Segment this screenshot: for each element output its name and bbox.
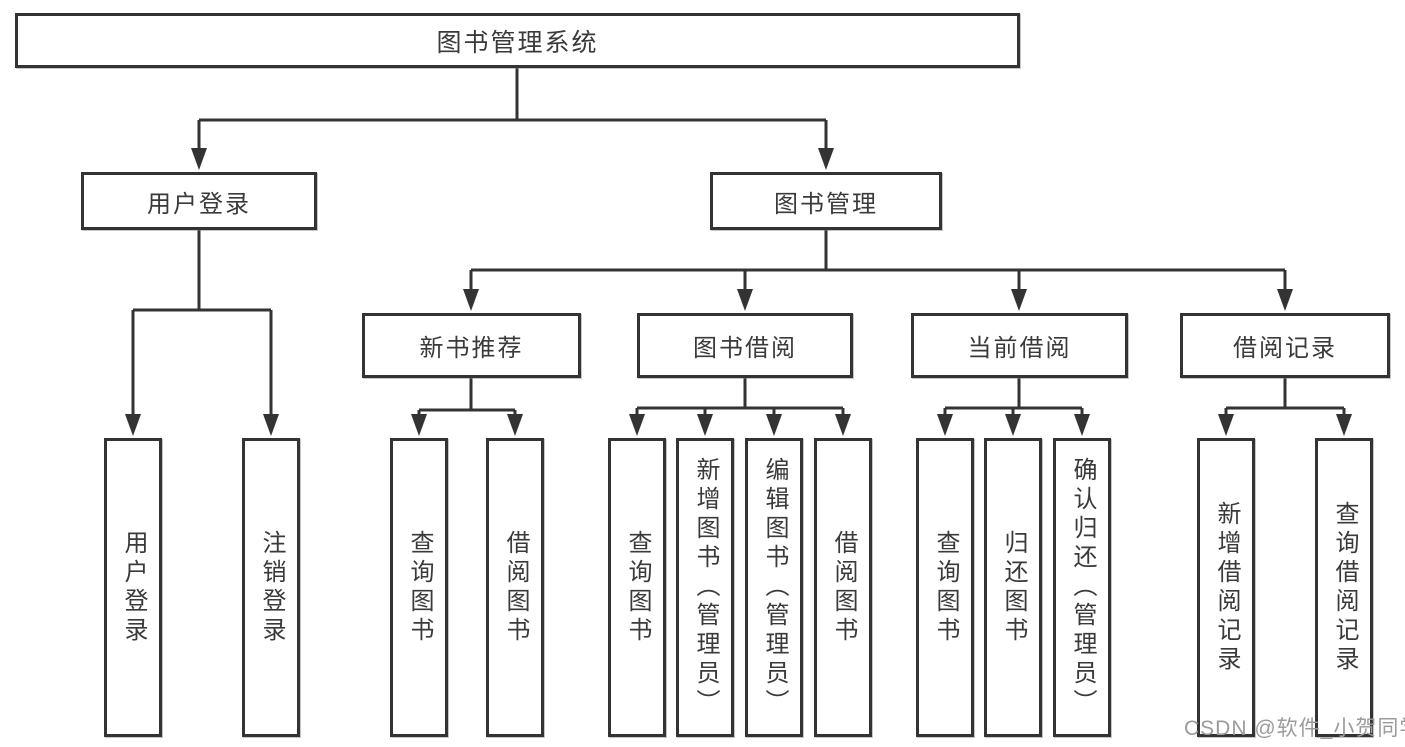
leaf-borrow-books-recommend-label: 借阅图书 [502, 529, 529, 646]
leaf-user-login: 用户登录 [104, 438, 162, 737]
leaf-borrow-books-label: 借阅图书 [830, 529, 857, 646]
leaf-add-borrow-record-label: 新增借阅记录 [1213, 500, 1240, 675]
node-new-book-recommend: 新书推荐 [362, 313, 581, 378]
leaf-user-login-label: 用户登录 [120, 529, 147, 646]
leaf-return-books-label: 归还图书 [1000, 529, 1027, 646]
leaf-query-borrow-record-label: 查询借阅记录 [1331, 500, 1358, 675]
leaf-confirm-return-admin: 确认归还（管理员） [1053, 438, 1111, 737]
node-new-book-recommend-label: 新书推荐 [419, 335, 524, 362]
node-borrow-record-label: 借阅记录 [1233, 335, 1337, 362]
leaf-query-books-recommend: 查询图书 [390, 438, 448, 737]
node-book-borrow-label: 图书借阅 [693, 335, 797, 362]
node-book-borrow: 图书借阅 [637, 313, 853, 378]
leaf-return-books: 归还图书 [984, 438, 1042, 737]
leaf-logout: 注销登录 [242, 438, 300, 737]
node-current-borrow: 当前借阅 [911, 313, 1128, 378]
node-borrow-record: 借阅记录 [1180, 313, 1390, 378]
leaf-query-books-recommend-label: 查询图书 [406, 529, 433, 646]
leaf-add-borrow-record: 新增借阅记录 [1197, 438, 1255, 737]
leaf-query-borrow-record: 查询借阅记录 [1315, 438, 1373, 737]
leaf-edit-book-admin: 编辑图书（管理员） [745, 438, 803, 737]
leaf-borrow-books: 借阅图书 [814, 438, 872, 737]
branch-user-login: 用户登录 [81, 172, 317, 230]
branch-user-login-label: 用户登录 [147, 190, 251, 218]
watermark: CSDN @软件_小贺同学 [1184, 717, 1405, 740]
leaf-add-book-admin: 新增图书（管理员） [676, 438, 734, 737]
leaf-confirm-return-admin-label: 确认归还（管理员） [1069, 457, 1096, 718]
leaf-edit-book-admin-label: 编辑图书（管理员） [761, 457, 788, 718]
leaf-add-book-admin-label: 新增图书（管理员） [692, 457, 719, 718]
node-current-borrow-label: 当前借阅 [967, 335, 1072, 362]
leaf-borrow-books-recommend: 借阅图书 [486, 438, 544, 737]
branch-book-management-label: 图书管理 [774, 190, 878, 218]
root-node-library-system: 图书管理系统 [15, 13, 1020, 68]
leaf-query-books-current-label: 查询图书 [932, 529, 959, 646]
branch-book-management: 图书管理 [710, 172, 942, 230]
leaf-query-books-current: 查询图书 [916, 438, 974, 737]
leaf-query-books-borrow-label: 查询图书 [624, 529, 651, 646]
root-node-label: 图书管理系统 [436, 28, 599, 57]
leaf-query-books-borrow: 查询图书 [608, 438, 666, 737]
leaf-logout-label: 注销登录 [258, 529, 285, 646]
